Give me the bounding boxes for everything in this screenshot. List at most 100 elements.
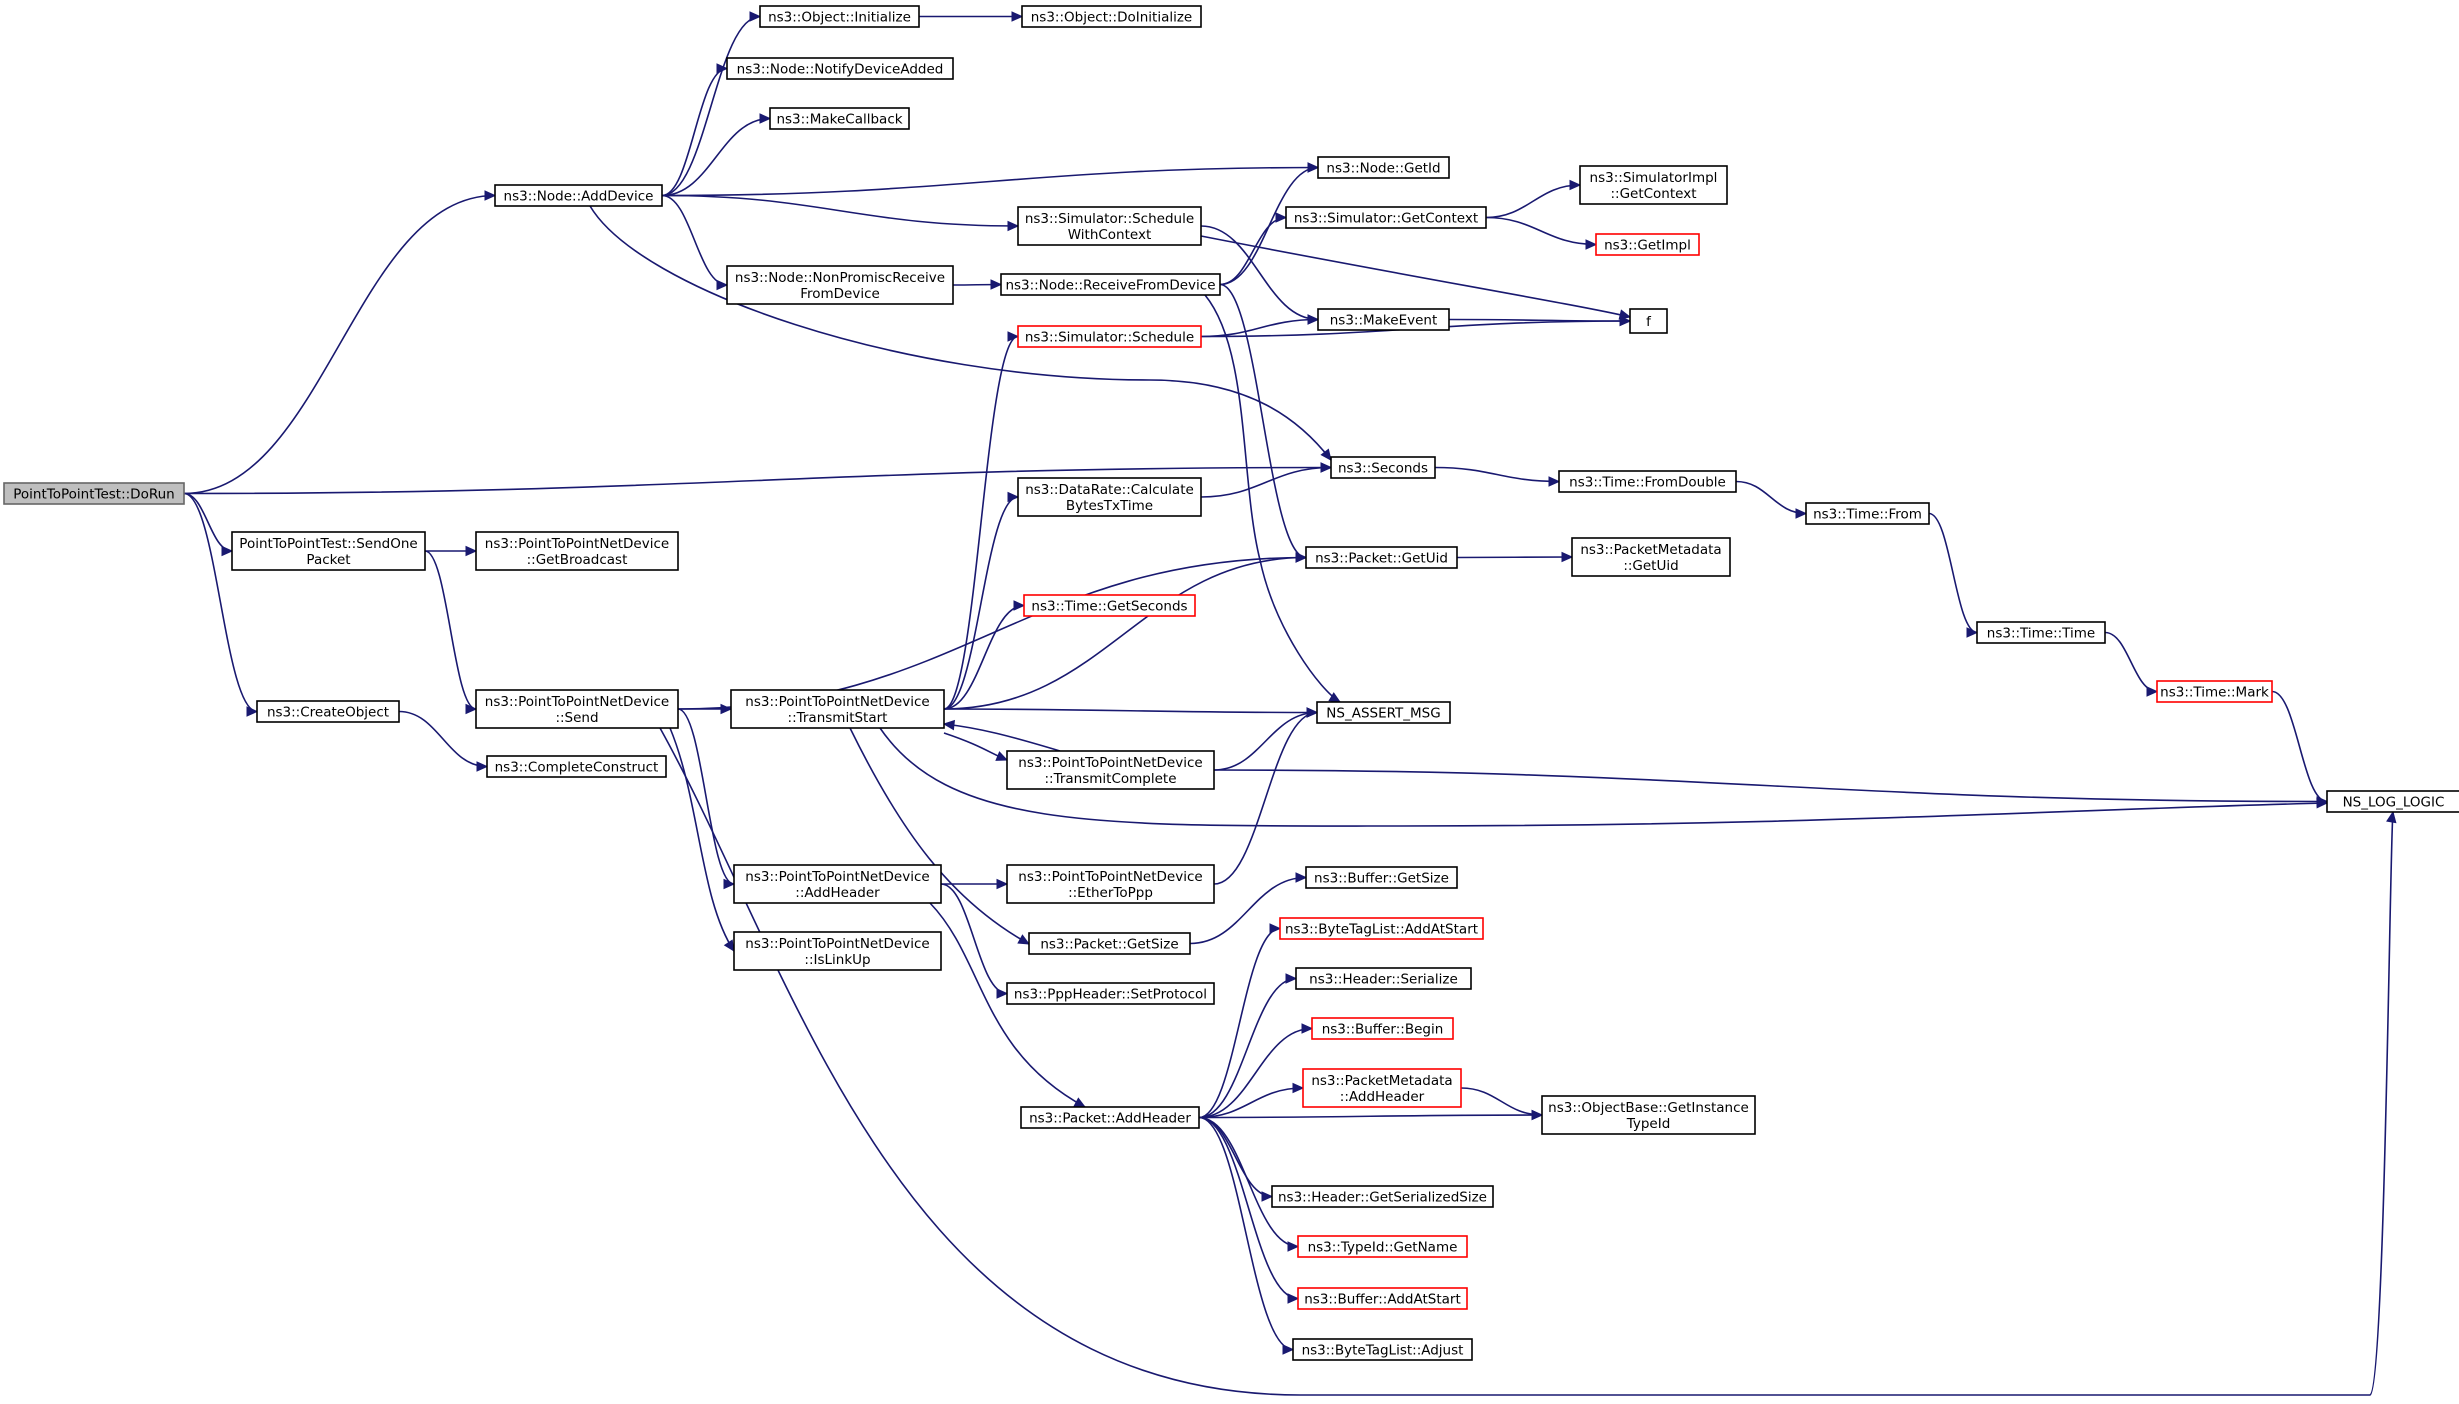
node-transmitstart[interactable]: ns3::PointToPointNetDevice::TransmitStar…: [730, 689, 945, 729]
node-getbroadcast[interactable]: ns3::PointToPointNetDevice::GetBroadcast: [475, 531, 679, 571]
node-bufferbegin[interactable]: ns3::Buffer::Begin: [1311, 1017, 1454, 1040]
node-box[interactable]: [475, 531, 679, 571]
node-box[interactable]: [475, 689, 679, 729]
node-obj_init[interactable]: ns3::Object::Initialize: [759, 5, 920, 28]
node-box[interactable]: [2326, 790, 2459, 813]
node-packetgetsize[interactable]: ns3::Packet::GetSize: [1028, 932, 1191, 955]
node-box[interactable]: [1006, 864, 1215, 904]
node-box[interactable]: [486, 755, 667, 778]
node-box[interactable]: [1295, 967, 1472, 990]
node-simimplgetctx[interactable]: ns3::SimulatorImpl::GetContext: [1579, 165, 1728, 205]
node-box[interactable]: [1000, 273, 1221, 296]
node-createobject[interactable]: ns3::CreateObject: [256, 700, 400, 723]
node-box[interactable]: [1028, 932, 1191, 955]
node-box[interactable]: [3, 482, 185, 505]
node-box[interactable]: [1297, 1287, 1468, 1310]
node-box[interactable]: [1297, 1235, 1468, 1258]
node-simschedule[interactable]: ns3::Simulator::Schedule: [1017, 325, 1202, 348]
node-buffergetsize[interactable]: ns3::Buffer::GetSize: [1305, 866, 1458, 889]
node-headerserialize[interactable]: ns3::Header::Serialize: [1295, 967, 1472, 990]
node-box[interactable]: [1020, 1106, 1200, 1129]
node-simgetctx[interactable]: ns3::Simulator::GetContext: [1285, 206, 1487, 229]
node-box[interactable]: [1558, 470, 1737, 493]
node-f[interactable]: f: [1629, 308, 1668, 334]
node-box[interactable]: [1285, 206, 1487, 229]
node-nodegetid[interactable]: ns3::Node::GetId: [1317, 156, 1450, 179]
node-box[interactable]: [733, 931, 942, 971]
node-box[interactable]: [231, 531, 426, 571]
node-box[interactable]: [1311, 1017, 1454, 1040]
node-bufferaddatstart[interactable]: ns3::Buffer::AddAtStart: [1297, 1287, 1468, 1310]
node-completeconstruct[interactable]: ns3::CompleteConstruct: [486, 755, 667, 778]
node-makeevent[interactable]: ns3::MakeEvent: [1317, 308, 1450, 331]
node-ethertoppp[interactable]: ns3::PointToPointNetDevice::EtherToPpp: [1006, 864, 1215, 904]
node-p2psend[interactable]: ns3::PointToPointNetDevice::Send: [475, 689, 679, 729]
node-bytetagadjust[interactable]: ns3::ByteTagList::Adjust: [1292, 1338, 1473, 1361]
node-timemark[interactable]: ns3::Time::Mark: [2156, 680, 2273, 703]
node-box[interactable]: [1302, 1068, 1462, 1108]
node-fromdouble[interactable]: ns3::Time::FromDouble: [1558, 470, 1737, 493]
node-box[interactable]: [2156, 680, 2273, 703]
node-box[interactable]: [1023, 594, 1196, 617]
node-packetaddheader[interactable]: ns3::Packet::AddHeader: [1020, 1106, 1200, 1129]
node-nsloglogic[interactable]: NS_LOG_LOGIC: [2326, 790, 2459, 813]
node-transmitcomplete[interactable]: ns3::PointToPointNetDevice::TransmitComp…: [1006, 750, 1215, 790]
node-bytetagaddatstart[interactable]: ns3::ByteTagList::AddAtStart: [1279, 917, 1484, 940]
node-box[interactable]: [1021, 5, 1202, 28]
node-box[interactable]: [769, 107, 910, 130]
node-box[interactable]: [1017, 206, 1202, 246]
node-box[interactable]: [494, 184, 663, 207]
node-dorun[interactable]: PointToPointTest::DoRun: [3, 482, 185, 505]
node-obj_doinit[interactable]: ns3::Object::DoInitialize: [1021, 5, 1202, 28]
node-timegetseconds[interactable]: ns3::Time::GetSeconds: [1023, 594, 1196, 617]
node-adddevice[interactable]: ns3::Node::AddDevice: [494, 184, 663, 207]
node-packetgetuid[interactable]: ns3::Packet::GetUid: [1305, 546, 1458, 569]
node-box[interactable]: [1305, 546, 1458, 569]
node-box[interactable]: [1805, 502, 1930, 525]
node-box[interactable]: [1595, 233, 1700, 256]
node-box[interactable]: [1316, 701, 1451, 724]
node-box[interactable]: [1976, 621, 2106, 644]
node-box[interactable]: [726, 265, 954, 305]
node-box[interactable]: [1579, 165, 1728, 205]
node-box[interactable]: [1017, 325, 1202, 348]
node-pmgetuid[interactable]: ns3::PacketMetadata::GetUid: [1571, 537, 1731, 577]
node-timetime[interactable]: ns3::Time::Time: [1976, 621, 2106, 644]
node-box[interactable]: [1305, 866, 1458, 889]
node-box[interactable]: [1541, 1095, 1756, 1135]
node-box[interactable]: [256, 700, 400, 723]
node-box[interactable]: [1317, 156, 1450, 179]
node-notifydev[interactable]: ns3::Node::NotifyDeviceAdded: [726, 57, 954, 80]
node-getimpl[interactable]: ns3::GetImpl: [1595, 233, 1700, 256]
node-typeidgetname[interactable]: ns3::TypeId::GetName: [1297, 1235, 1468, 1258]
node-box[interactable]: [1017, 477, 1202, 517]
node-box[interactable]: [733, 864, 942, 904]
node-box[interactable]: [726, 57, 954, 80]
node-box[interactable]: [1571, 537, 1731, 577]
node-box[interactable]: [1292, 1338, 1473, 1361]
node-seconds[interactable]: ns3::Seconds: [1330, 456, 1436, 479]
node-box[interactable]: [1317, 308, 1450, 331]
node-pmaddheader[interactable]: ns3::PacketMetadata::AddHeader: [1302, 1068, 1462, 1108]
node-makecallback[interactable]: ns3::MakeCallback: [769, 107, 910, 130]
node-box[interactable]: [1271, 1185, 1494, 1208]
node-box[interactable]: [1330, 456, 1436, 479]
node-timefrom[interactable]: ns3::Time::From: [1805, 502, 1930, 525]
node-islinkup[interactable]: ns3::PointToPointNetDevice::IsLinkUp: [733, 931, 942, 971]
node-getserializedsize[interactable]: ns3::Header::GetSerializedSize: [1271, 1185, 1494, 1208]
node-p2paddheader[interactable]: ns3::PointToPointNetDevice::AddHeader: [733, 864, 942, 904]
node-box[interactable]: [730, 689, 945, 729]
node-box[interactable]: [759, 5, 920, 28]
node-pppsetprotocol[interactable]: ns3::PppHeader::SetProtocol: [1006, 982, 1215, 1005]
node-recvfromdev[interactable]: ns3::Node::ReceiveFromDevice: [1000, 273, 1221, 296]
node-box[interactable]: [1629, 308, 1668, 334]
node-box[interactable]: [1006, 982, 1215, 1005]
node-box[interactable]: [1006, 750, 1215, 790]
node-box[interactable]: [1279, 917, 1484, 940]
node-nsassert[interactable]: NS_ASSERT_MSG: [1316, 701, 1451, 724]
